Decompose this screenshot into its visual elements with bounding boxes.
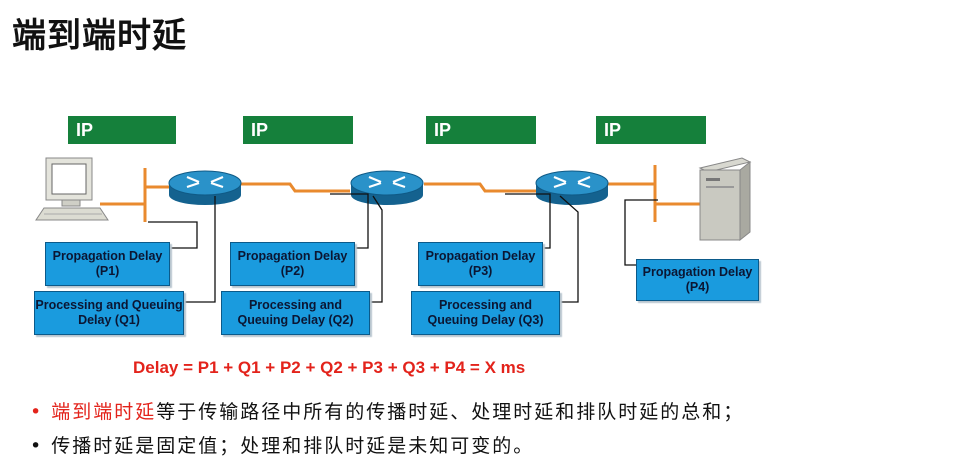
leader-p3 [505,193,551,249]
router-icon [350,170,424,205]
serial-link-2 [424,182,538,193]
leader-p2 [330,193,369,249]
bullet-item: • 端到端时延等于传输路径中所有的传播时延、处理时延和排队时延的总和； [30,397,744,424]
bullet-highlight: 端到端时延 [51,401,157,423]
page-title: 端到端时延 [12,16,187,56]
ip-label: IP [243,116,353,144]
leader-q2 [370,195,383,303]
processing-queuing-delay-q2: Processing and Queuing Delay (Q2) [221,291,370,335]
leader-q3 [559,195,579,303]
bullet-dot: • [30,435,42,457]
delay-formula: Delay = P1 + Q1 + P2 + Q2 + P3 + Q3 + P4… [133,358,526,377]
leader-p4 [624,199,658,266]
bullet-item: • 传播时延是固定值；处理和排队时延是未知可变的。 [30,431,534,458]
pc-icon [35,157,109,221]
ip-label: IP [68,116,176,144]
processing-queuing-delay-q1: Processing and Queuing Delay (Q1) [34,291,184,335]
processing-queuing-delay-q3: Processing and Queuing Delay (Q3) [411,291,560,335]
ip-label: IP [596,116,706,144]
propagation-delay-p3: Propagation Delay (P3) [418,242,543,286]
propagation-delay-p1: Propagation Delay (P1) [45,242,170,286]
bullet-text: 等于传输路径中所有的传播时延、处理时延和排队时延的总和； [156,401,745,423]
bullet-dot: • [30,401,42,423]
leader-p1 [148,221,198,249]
propagation-delay-p2: Propagation Delay (P2) [230,242,355,286]
bullet-text: 传播时延是固定值；处理和排队时延是未知可变的。 [51,435,535,457]
serial-link-1 [238,182,350,193]
leader-q1 [184,196,216,303]
router-icon [168,170,242,205]
server-icon [698,157,752,242]
propagation-delay-p4: Propagation Delay (P4) [636,259,759,301]
ip-label: IP [426,116,536,144]
router-icon [535,170,609,205]
